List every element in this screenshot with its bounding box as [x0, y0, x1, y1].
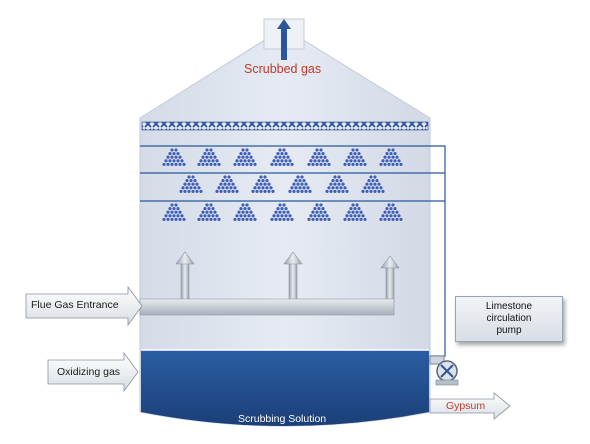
limestone-pump-box: Limestone circulation pump [455, 296, 563, 342]
scrubbing-solution-label: Scrubbing Solution [238, 413, 327, 425]
spray-droplets [161, 147, 404, 222]
gypsum-arrow [429, 392, 511, 420]
spray-nozzle-cluster [324, 174, 350, 194]
spray-nozzle-cluster [214, 174, 240, 194]
spray-nozzle-cluster [269, 147, 295, 167]
flue-gas-arrow [25, 285, 143, 327]
spray-nozzle-cluster [306, 147, 332, 167]
flue-gas-entrance-label: Flue Gas Entrance [31, 299, 119, 311]
spray-nozzle-cluster [342, 147, 368, 167]
spray-nozzle-cluster [342, 202, 368, 222]
scrubbing-liquid [141, 350, 429, 426]
spray-nozzle-cluster [196, 147, 222, 167]
spray-nozzle-cluster [232, 202, 258, 222]
flue-gas-header [139, 298, 395, 316]
spray-nozzle-cluster [360, 174, 386, 194]
spray-nozzle-cluster [269, 202, 295, 222]
spray-nozzle-cluster [161, 147, 187, 167]
pump-label-line-2: circulation [486, 313, 532, 324]
spray-nozzle-cluster [378, 202, 404, 222]
spray-nozzle-cluster [250, 174, 276, 194]
spray-nozzle-cluster [232, 147, 258, 167]
spray-nozzle-cluster [306, 202, 332, 222]
mist-eliminator [141, 121, 429, 131]
spray-nozzle-cluster [196, 202, 222, 222]
pump-label-line-3: pump [496, 325, 522, 336]
oxidizing-gas-label: Oxidizing gas [57, 366, 121, 378]
gypsum-label: Gypsum [446, 400, 486, 412]
spray-nozzle-cluster [161, 202, 187, 222]
outlet-arrow [277, 19, 291, 60]
spray-nozzle-cluster [378, 147, 404, 167]
pump-icon [429, 355, 459, 386]
scrubbed-gas-label: Scrubbed gas [244, 62, 322, 76]
oxidizing-gas-arrow [47, 351, 139, 393]
spray-nozzle-cluster [178, 174, 204, 194]
pump-label-line-1: Limestone [485, 301, 533, 312]
spray-nozzle-cluster [287, 174, 313, 194]
